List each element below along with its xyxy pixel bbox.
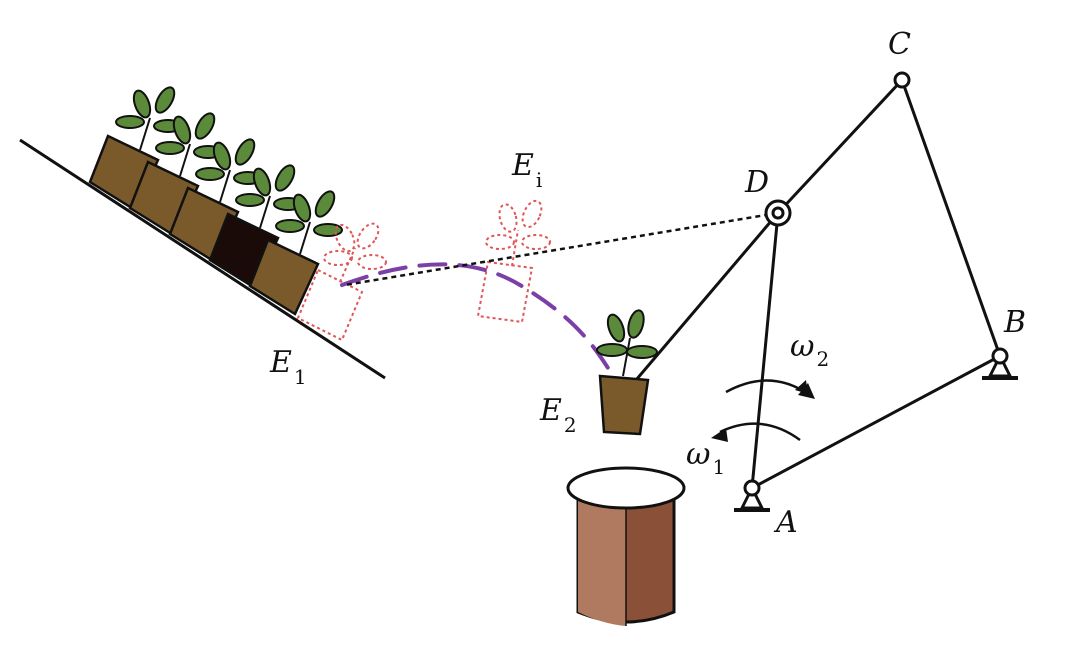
link-ad — [750, 212, 780, 489]
omega1-arrow — [711, 422, 801, 442]
seedling-1 — [115, 86, 183, 151]
seedling-tray — [88, 134, 320, 316]
support-a — [734, 484, 770, 512]
seedling-4 — [235, 164, 303, 229]
label-b: B — [1003, 305, 1026, 340]
link-ab — [751, 354, 1001, 490]
label-a: A — [773, 505, 798, 540]
tray-pot-5 — [248, 238, 320, 316]
omega1-arrowhead — [711, 428, 728, 442]
seedling-2 — [155, 112, 223, 177]
linkage — [634, 78, 1002, 490]
ghost-pot-ei — [476, 199, 551, 324]
link-cb — [900, 79, 1002, 357]
omega2-arrowhead — [798, 383, 815, 399]
bucket — [566, 466, 686, 626]
joint-c — [893, 71, 911, 89]
incline-ground — [19, 138, 386, 380]
pot-e2 — [596, 309, 658, 436]
joint-b — [991, 347, 1009, 365]
omega2-arrow — [725, 379, 815, 399]
bucket-rim — [566, 466, 686, 510]
joint-a — [743, 479, 761, 497]
support-b — [982, 352, 1018, 380]
joint-d-inner — [771, 206, 785, 220]
link-d-gripper — [634, 212, 780, 381]
trajectory-path — [340, 262, 610, 370]
d-to-e1-line — [344, 211, 779, 287]
joints — [743, 71, 1009, 497]
label-c: C — [888, 27, 911, 62]
link-dc — [776, 78, 904, 215]
label-d: D — [744, 165, 769, 200]
